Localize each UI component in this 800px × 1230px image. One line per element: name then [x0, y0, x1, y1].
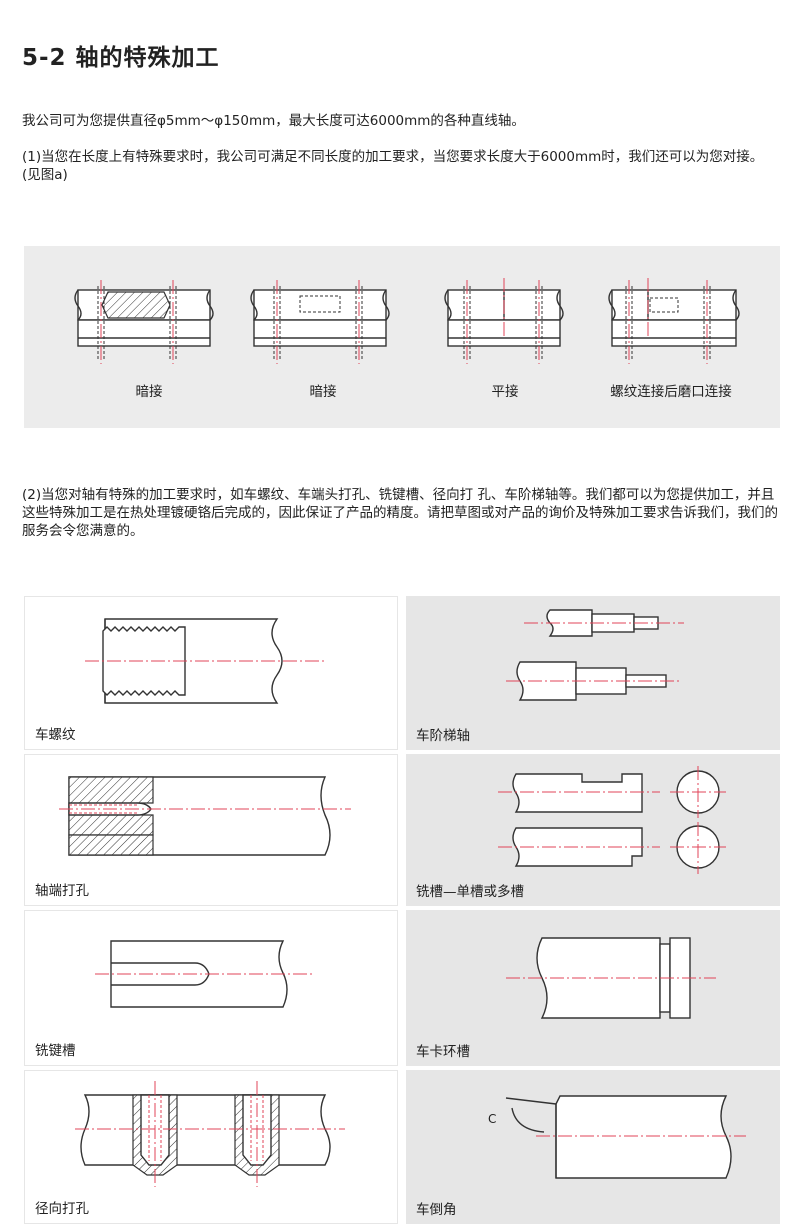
cell-label-thread-turning: 车螺纹: [35, 727, 76, 743]
joint-label-2: 暗接: [309, 384, 337, 400]
cell-keyway-milling: 铣键槽: [24, 910, 398, 1066]
cell-label-keyway-milling: 铣键槽: [35, 1043, 76, 1059]
cell-label-slot-milling: 铣槽—单槽或多槽: [416, 884, 524, 900]
joint-diagram-hidden-2: [250, 276, 400, 366]
joint-diagram-hidden-1: [74, 276, 224, 366]
joint-diagram-flat: [434, 276, 584, 366]
joint-diagram-thread: [604, 276, 754, 366]
page-title: 5-2 轴的特殊加工: [22, 45, 220, 71]
cell-slot-milling: 铣槽—单槽或多槽: [406, 754, 780, 906]
cell-label-chamfer: 车倒角: [416, 1202, 457, 1218]
cell-label-end-drilling: 轴端打孔: [35, 883, 89, 899]
cell-label-retaining-groove: 车卡环槽: [416, 1044, 470, 1060]
joint-label-4: 螺纹连接后磨口连接: [610, 384, 732, 400]
cell-label-stepped-shaft: 车阶梯轴: [416, 728, 470, 744]
cell-retaining-groove: 车卡环槽: [406, 910, 780, 1066]
joint-label-1: 暗接: [135, 384, 163, 400]
cell-radial-drilling: 径向打孔: [24, 1070, 398, 1224]
cell-stepped-shaft: 车阶梯轴: [406, 596, 780, 750]
processing-paragraph: (2)当您对轴有特殊的加工要求时，如车螺纹、车端头打孔、铣键槽、径向打 孔、车阶…: [22, 487, 778, 539]
chamfer-mark: C: [488, 1112, 497, 1126]
length-paragraph: (1)当您在长度上有特殊要求时，我公司可满足不同长度的加工要求，当您要求长度大于…: [22, 149, 764, 183]
intro-paragraph: 我公司可为您提供直径φ5mm～φ150mm，最大长度可达6000mm的各种直线轴…: [22, 113, 525, 129]
cell-end-drilling: 轴端打孔: [24, 754, 398, 906]
joint-methods-panel: 暗接 暗接 平接 螺纹连接后磨口连接: [24, 246, 780, 428]
cell-thread-turning: 车螺纹: [24, 596, 398, 750]
joint-label-3: 平接: [491, 384, 519, 400]
processing-grid: 车螺纹 车阶梯轴 轴端打孔: [24, 596, 780, 1226]
cell-label-radial-drilling: 径向打孔: [35, 1201, 89, 1217]
cell-chamfer: C 车倒角: [406, 1070, 780, 1224]
